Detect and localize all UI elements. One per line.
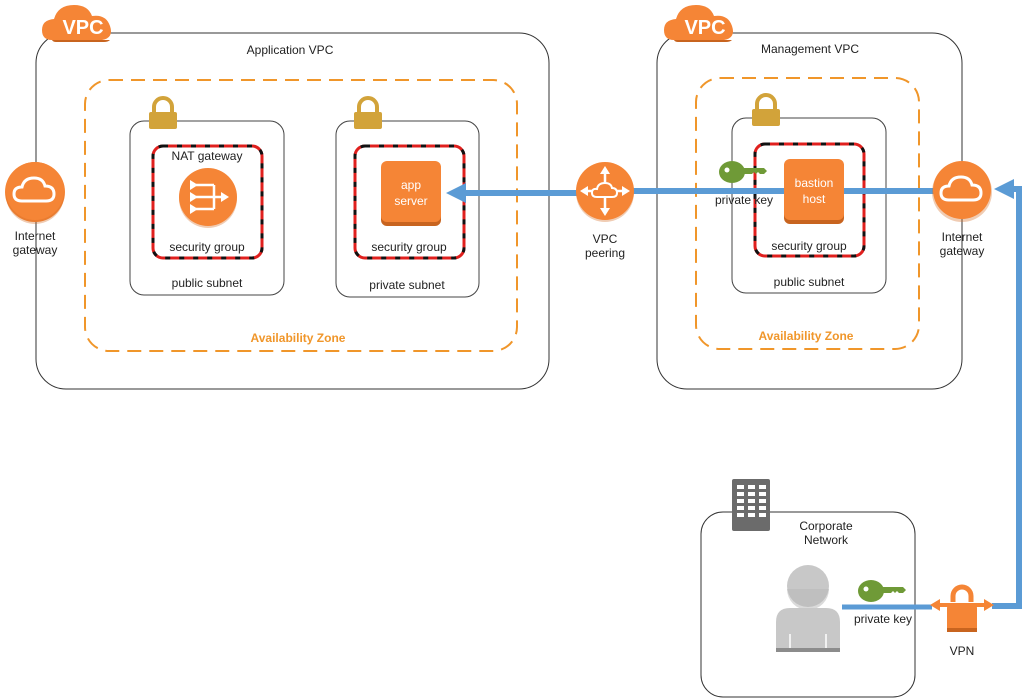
public-subnet-label: public subnet [171,276,243,290]
corporate-building-icon [732,479,770,531]
app-vpc-badge: VPC [62,17,104,39]
igw-line1: Internet [14,229,56,243]
lock-icon [354,96,382,129]
user-icon[interactable] [776,565,840,652]
bastion-host-icon[interactable] [784,159,844,224]
mgmt-vpc-badge: VPC [684,17,726,39]
nat-gateway-label: NAT gateway [171,149,243,163]
connector-peering-to-app [446,183,580,203]
mgmt-availability-zone-label: Availability Zone [758,329,854,343]
app-vpc-title: Application VPC [246,43,334,57]
security-group-label: security group [169,240,245,254]
app-server-label: app server [381,177,441,209]
security-group-label: security group [771,239,847,253]
corporate-line1: Corporate [799,519,853,533]
app-private-subnet[interactable] [335,120,480,298]
igw-line2: gateway [939,244,985,258]
private-key-icon [858,580,906,602]
vpc-peering-icon[interactable] [576,162,634,222]
lock-icon [149,96,177,129]
corporate-line2: Network [803,533,848,547]
mgmt-vpc-title: Management VPC [760,42,860,56]
internet-gateway-icon[interactable] [932,161,992,222]
security-group-nat[interactable] [151,144,264,260]
corporate-network-label: Corporate Network [786,519,866,547]
vpc-peering-line1: VPC [592,232,618,246]
igw-line1: Internet [941,230,983,244]
app-server-line1: app [400,178,422,192]
vpc-peering-label: VPC peering [575,232,635,260]
nat-gateway-icon[interactable] [179,168,237,228]
mgmt-public-subnet[interactable] [731,117,887,294]
vpn-icon[interactable] [930,584,994,632]
vpc-peering-line2: peering [584,246,626,260]
app-availability-zone[interactable] [84,79,518,352]
lock-icon [752,93,780,126]
vpn-label: VPN [949,644,975,658]
app-public-subnet[interactable] [129,120,285,296]
mgmt-availability-zone[interactable] [695,77,920,350]
private-key-icon [719,161,767,183]
igw-line2: gateway [12,243,58,257]
connector-vpn-to-igw [992,179,1022,609]
internet-gateway-icon[interactable] [5,162,65,224]
public-subnet-label: public subnet [773,275,845,289]
app-igw-label: Internet gateway [0,229,70,257]
app-server-line2: server [394,194,428,208]
app-server-icon[interactable] [381,161,441,226]
private-key-label: private key [714,193,774,207]
private-subnet-label: private subnet [369,278,445,292]
security-group-bastion[interactable] [753,142,866,258]
app-availability-zone-label: Availability Zone [250,331,346,345]
bastion-host-label: bastion host [784,175,844,207]
app-vpc-badge-icon [42,5,111,42]
bastion-line2: host [802,192,826,206]
mgmt-vpc-badge-icon [664,5,733,42]
security-group-label: security group [371,240,447,254]
mgmt-igw-label: Internet gateway [927,230,997,258]
bastion-line1: bastion [794,176,834,190]
private-key-label: private key [853,612,913,626]
